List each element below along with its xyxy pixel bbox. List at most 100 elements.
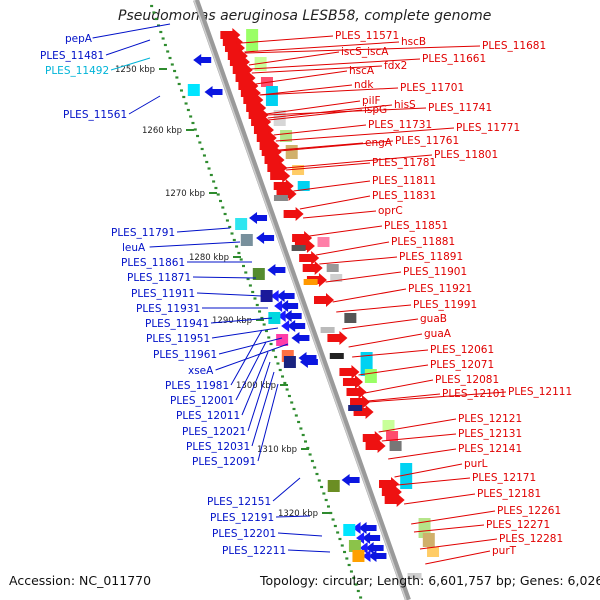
gene-label-ples-12001[interactable]: PLES_12001 [170,395,234,407]
leader-line [267,104,393,119]
gene-label-ples-12121[interactable]: PLES_12121 [458,413,522,425]
gene-label-ples-12151[interactable]: PLES_12151 [207,496,271,508]
gene-label-hsca[interactable]: hscA [349,65,375,77]
gene-arrow-reverse [287,320,306,332]
gene-label-ples-11941[interactable]: PLES_11941 [145,318,209,330]
gene-label-purt[interactable]: purT [492,545,517,557]
gene-annotation-box [252,268,265,280]
gene-label-hscb[interactable]: hscB [401,36,426,48]
gene-label-ples-11981[interactable]: PLES_11981 [165,380,229,392]
gene-label-ples-12071[interactable]: PLES_12071 [430,359,494,371]
gene-label-ples-11931[interactable]: PLES_11931 [136,303,200,315]
leader-line [266,100,361,115]
gene-label-ples-12211[interactable]: PLES_12211 [222,545,286,557]
gene-annotation-box [235,218,248,230]
gene-label-pilf[interactable]: pilF [362,95,381,107]
gene-label-ples-11791[interactable]: PLES_11791 [111,227,175,239]
gene-label-ples-12131[interactable]: PLES_12131 [458,428,522,440]
gene-label-ples-11861[interactable]: PLES_11861 [121,257,185,269]
gene-arrow-reverse [274,300,283,312]
gene-arrow-reverse [358,522,377,534]
gene-label-purl[interactable]: purL [464,458,488,470]
gene-label-ples-11701[interactable]: PLES_11701 [400,82,464,94]
gene-arrow-reverse [193,54,212,66]
leader-line [176,227,231,233]
gene-label-ples-11492[interactable]: PLES_11492 [45,65,109,77]
gene-label-ples-12081[interactable]: PLES_12081 [435,374,499,386]
gene-arrow-reverse [281,320,290,332]
gene-label-pepa[interactable]: pepA [65,33,93,45]
leader-line [105,39,151,56]
gene-label-fdx2[interactable]: fdx2 [384,60,407,72]
gene-label-ples-12021[interactable]: PLES_12021 [182,426,246,438]
gene-label-ples-11681[interactable]: PLES_11681 [482,40,546,52]
gene-label-ples-11921[interactable]: PLES_11921 [408,283,472,295]
gene-label-enga[interactable]: engA [365,137,393,149]
leader-line [367,393,441,402]
gene-label-iscs-isca[interactable]: iscS_iscA [341,46,389,58]
gene-label-ples-12061[interactable]: PLES_12061 [430,344,494,356]
leader-line [378,418,457,433]
gene-arrow-reverse [270,290,279,302]
gene-label-ples-11481[interactable]: PLES_11481 [40,50,104,62]
gene-label-ples-12011[interactable]: PLES_12011 [176,410,240,422]
gene-label-ples-11741[interactable]: PLES_11741 [428,102,492,114]
gene-arrow-reverse [362,550,371,562]
gene-label-ples-12191[interactable]: PLES_12191 [210,512,274,524]
gene-label-ples-11731[interactable]: PLES_11731 [368,119,432,131]
leader-line [266,107,427,116]
gene-label-ples-11661[interactable]: PLES_11661 [422,53,486,65]
gene-annotation-box [246,29,259,51]
gene-label-ples-12031[interactable]: PLES_12031 [186,441,250,453]
gene-label-ples-11951[interactable]: PLES_11951 [146,333,210,345]
gene-label-ples-12141[interactable]: PLES_12141 [458,443,522,455]
gene-label-hiss[interactable]: hisS [394,99,416,111]
gene-label-ples-12261[interactable]: PLES_12261 [497,505,561,517]
gene-label-ples-12201[interactable]: PLES_12201 [212,528,276,540]
gene-label-ples-11911[interactable]: PLES_11911 [131,288,195,300]
leader-line [279,140,394,152]
gene-label-ples-12171[interactable]: PLES_12171 [472,472,536,484]
gene-label-ndk[interactable]: ndk [354,79,374,91]
gene-annotation-box [265,86,278,106]
leader-line [319,256,398,265]
leader-line [275,127,455,142]
gene-label-ples-11961[interactable]: PLES_11961 [153,349,217,361]
gene-label-ples-11991[interactable]: PLES_11991 [413,299,477,311]
gene-label-oprc[interactable]: oprC [378,205,403,217]
leader-line [285,154,433,169]
gene-label-ples-11561[interactable]: PLES_11561 [63,109,127,121]
gene-label-ples-11571[interactable]: PLES_11571 [335,30,399,42]
gene-block [329,353,344,359]
gene-label-ples-12281[interactable]: PLES_12281 [499,533,563,545]
gene-label-ples-11891[interactable]: PLES_11891 [399,251,463,263]
leader-line [404,493,476,505]
gene-label-ples-12111[interactable]: PLES_12111 [508,386,572,398]
gene-label-ples-11801[interactable]: PLES_11801 [434,149,498,161]
gene-label-ples-11901[interactable]: PLES_11901 [403,266,467,278]
gene-label-leua[interactable]: leuA [122,242,146,254]
gene-label-ples-11851[interactable]: PLES_11851 [384,220,448,232]
gene-label-ples-11771[interactable]: PLES_11771 [456,122,520,134]
gene-label-ples-11811[interactable]: PLES_11811 [372,175,436,187]
gene-label-ples-11781[interactable]: PLES_11781 [372,157,436,169]
gene-annotation-box [327,480,340,492]
leader-line [273,124,367,136]
gene-label-guaa[interactable]: guaA [424,328,452,340]
leader-line [235,341,267,401]
leader-line [110,57,151,71]
gene-label-ples-12271[interactable]: PLES_12271 [486,519,550,531]
gene-label-ples-11831[interactable]: PLES_11831 [372,190,436,202]
leader-line [192,276,257,279]
gene-label-ples-12181[interactable]: PLES_12181 [477,488,541,500]
gene-label-ples-11871[interactable]: PLES_11871 [127,272,191,284]
gene-label-ples-11881[interactable]: PLES_11881 [391,236,455,248]
gene-label-ples-11761[interactable]: PLES_11761 [395,135,459,147]
gene-arrow-forward [346,385,367,399]
leader-line [342,318,419,330]
leader-line [196,292,263,297]
gene-label-guab[interactable]: guaB [420,313,447,325]
leader-line [251,65,383,74]
gene-label-xsea[interactable]: xseA [188,365,214,377]
gene-label-ples-12091[interactable]: PLES_12091 [192,456,256,468]
